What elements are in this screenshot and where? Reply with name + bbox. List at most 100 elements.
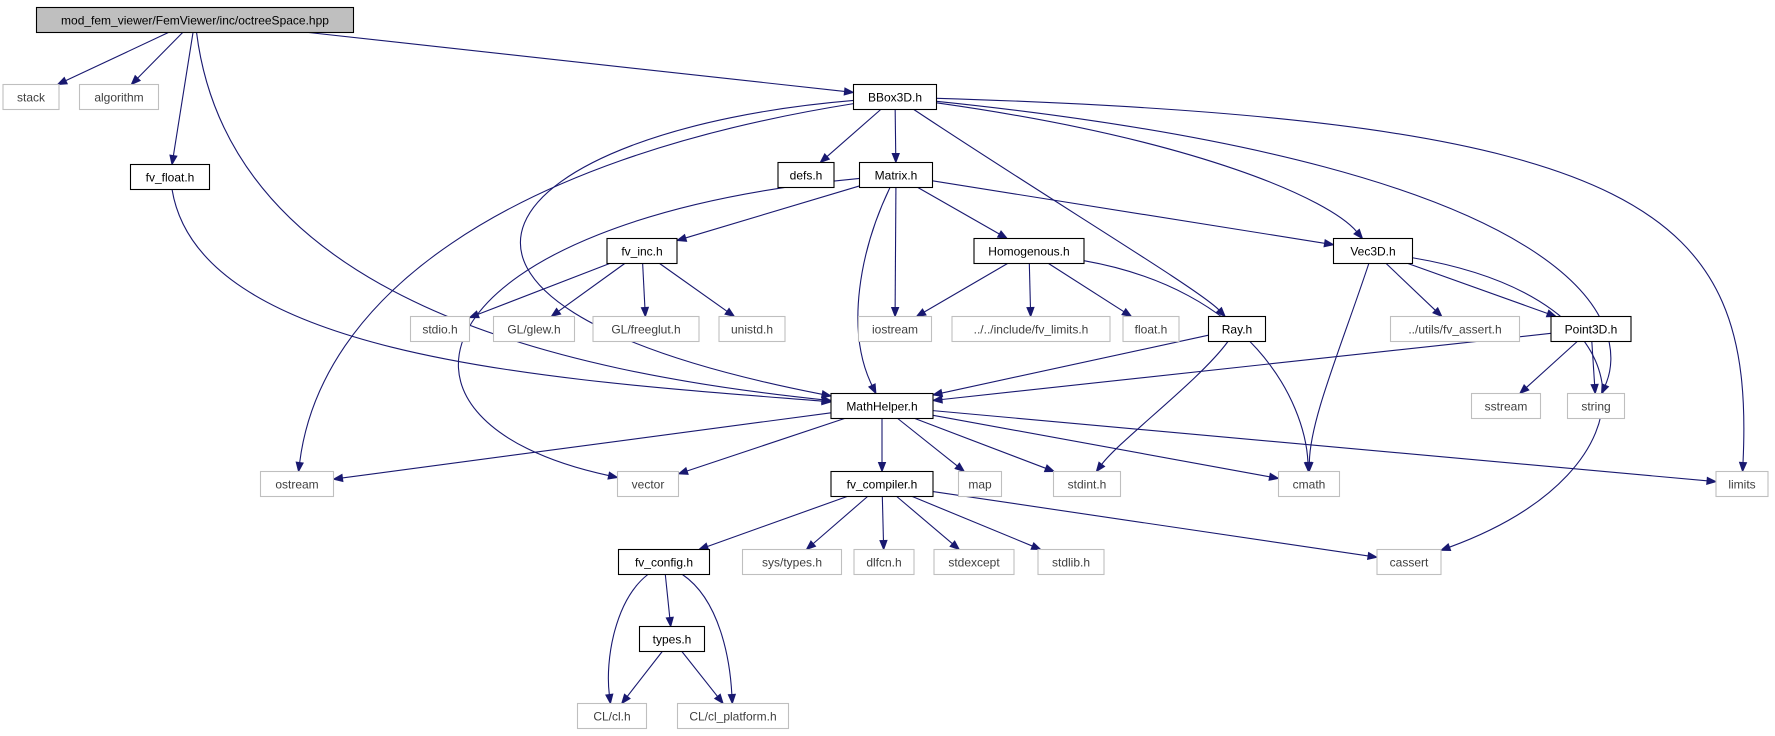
edge-matrix-to-homogenous [917, 187, 1009, 240]
node-box [830, 470, 934, 498]
node-matrix[interactable]: Matrix.h [858, 161, 934, 189]
node-box [1376, 548, 1442, 576]
edge-matrix-to-vector [457, 177, 860, 480]
edge-fv_inc-to-glew [550, 263, 626, 318]
edge-line [626, 651, 663, 697]
edge-line [477, 262, 610, 315]
edge-line [881, 496, 884, 541]
edge-line [913, 109, 1220, 311]
node-label: Matrix.h [875, 169, 918, 183]
edge-line [936, 100, 1612, 386]
arrowhead [1518, 383, 1530, 395]
arrowhead [949, 540, 961, 551]
node-label: fv_inc.h [621, 245, 662, 259]
edge-line [342, 412, 832, 479]
arrowhead [1268, 472, 1280, 481]
edge-ray-to-mathhelper [931, 334, 1209, 398]
edge-line [659, 263, 728, 312]
edge-line [857, 187, 891, 386]
node-sstream: sstream [1470, 392, 1542, 420]
node-string: string [1566, 392, 1626, 420]
node-box [2, 83, 60, 111]
edge-mathhelper-to-cmath [932, 414, 1280, 481]
node-label: stdexcept [948, 556, 1000, 570]
node-label: sys/types.h [762, 556, 822, 570]
edge-line [137, 32, 184, 79]
node-box [741, 548, 843, 576]
arrowhead [820, 390, 833, 399]
node-label: dlfcn.h [866, 556, 901, 570]
node-mathhelper[interactable]: MathHelper.h [830, 392, 934, 420]
edge-bbox3d-to-defs [819, 109, 882, 164]
edge-fv_config-to-cl_platform [682, 574, 737, 705]
node-defs[interactable]: defs.h [777, 161, 835, 189]
node-label: GL/glew.h [507, 323, 560, 337]
arrowhead [640, 306, 650, 318]
node-box [1122, 315, 1180, 343]
edge-line [894, 109, 897, 154]
node-box [576, 702, 648, 730]
edge-line [1083, 260, 1309, 463]
node-label: string [1581, 400, 1610, 414]
node-sys-types: sys/types.h [741, 548, 843, 576]
node-homogenous[interactable]: Homogenous.h [973, 237, 1085, 265]
edge-bbox3d-to-ray [913, 109, 1227, 318]
edge-line [914, 417, 1046, 469]
node-box [1332, 237, 1414, 265]
node-fv-inc[interactable]: fv_inc.h [606, 237, 678, 265]
arrowhead [1439, 543, 1452, 551]
node-freeglut: GL/freeglut.h [592, 315, 700, 343]
edge-line [936, 97, 1745, 463]
arrowhead [713, 693, 724, 705]
edge-line [299, 103, 854, 463]
node-label: Homogenous.h [988, 245, 1069, 259]
arrowhead [1095, 461, 1106, 473]
node-box [1052, 470, 1122, 498]
node-label: GL/freeglut.h [611, 323, 680, 337]
edge-line [826, 109, 882, 157]
node-fv-float[interactable]: fv_float.h [129, 163, 211, 191]
node-float-h: float.h [1122, 315, 1180, 343]
arrowhead [931, 388, 944, 398]
node-point3d[interactable]: Point3D.h [1550, 315, 1632, 343]
arrowhead [468, 310, 480, 319]
arrowhead [675, 233, 688, 242]
arrowhead [805, 540, 817, 551]
node-stdlib: stdlib.h [1037, 548, 1105, 576]
node-vec3d[interactable]: Vec3D.h [1332, 237, 1414, 265]
edge-vec3d-to-cassert [1412, 257, 1604, 551]
node-root[interactable]: mod_fem_viewer/FemViewer/inc/octreeSpace… [35, 6, 355, 34]
node-box [853, 548, 915, 576]
node-box [1550, 315, 1632, 343]
node-fv-config[interactable]: fv_config.h [617, 548, 711, 576]
node-types[interactable]: types.h [638, 625, 706, 653]
edge-mathhelper-to-map [897, 418, 966, 473]
arrowhead [1738, 461, 1748, 473]
node-box [830, 392, 934, 420]
node-box [1207, 315, 1267, 343]
node-label: stdint.h [1068, 478, 1107, 492]
node-label: Point3D.h [1565, 323, 1618, 337]
node-label: MathHelper.h [846, 400, 917, 414]
node-bbox3d[interactable]: BBox3D.h [852, 83, 938, 111]
edge-bbox3d-to-vec3d [936, 102, 1364, 240]
edge-line [1048, 263, 1125, 313]
node-box [616, 470, 680, 498]
node-fv-compiler[interactable]: fv_compiler.h [830, 470, 934, 498]
edge-line [1308, 263, 1370, 463]
node-box [592, 315, 700, 343]
edge-line [196, 32, 823, 401]
node-label: stdlib.h [1052, 556, 1090, 570]
node-unistd: unistd.h [718, 315, 786, 343]
edge-point3d-to-sstream [1518, 341, 1578, 395]
node-ray[interactable]: Ray.h [1207, 315, 1267, 343]
node-glew: GL/glew.h [492, 315, 576, 343]
node-box [1037, 548, 1105, 576]
node-box [973, 237, 1085, 265]
edge-line [171, 189, 823, 402]
edge-line [1407, 262, 1548, 314]
edge-bbox3d-to-matrix [891, 109, 900, 164]
edge-line [664, 574, 671, 618]
edge-point3d-to-string [1590, 341, 1599, 395]
